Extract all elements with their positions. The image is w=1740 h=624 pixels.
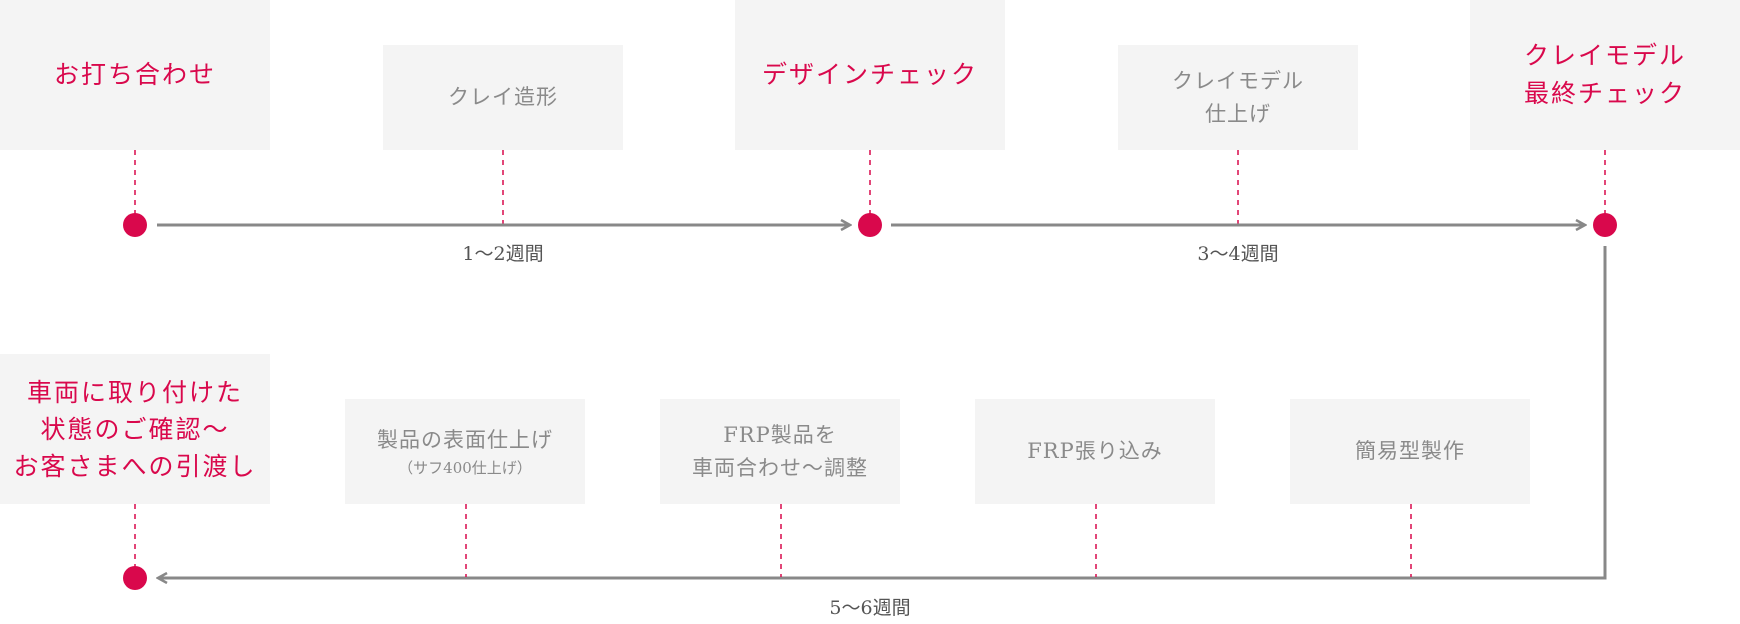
- step-surface-finish: 製品の表面仕上げ （サフ400仕上げ）: [345, 399, 585, 504]
- step-frp-layup: FRP張り込み: [975, 399, 1215, 504]
- step-label: 車両に取り付けた: [26, 377, 243, 407]
- step-label: 最終チェック: [1523, 79, 1686, 108]
- arrow-return-path: [158, 246, 1607, 578]
- step-mold-making: 簡易型製作: [1290, 399, 1530, 504]
- step-clay-final-check: クレイモデル 最終チェック: [1470, 0, 1740, 150]
- step-clay-modeling: クレイ造形: [383, 45, 623, 150]
- step-sublabel: （サフ400仕上げ）: [398, 459, 532, 477]
- step-design-check: デザインチェック: [735, 0, 1005, 150]
- step-label: 製品の表面仕上げ: [377, 428, 553, 452]
- milestone-dot-4: [123, 566, 147, 590]
- step-label: クレイモデル: [1172, 68, 1304, 93]
- duration-label-3: 5〜6週間: [829, 597, 911, 619]
- milestone-dot-3: [1593, 213, 1617, 237]
- step-label: 仕上げ: [1205, 101, 1271, 126]
- step-label: クレイモデル: [1523, 41, 1686, 70]
- step-label: FRP製品を: [723, 422, 837, 447]
- step-clay-finish: クレイモデル 仕上げ: [1118, 45, 1358, 150]
- milestone-dot-2: [858, 213, 882, 237]
- duration-label-2: 3〜4週間: [1197, 243, 1279, 265]
- step-delivery: 車両に取り付けた 状態のご確認〜 お客さまへの引渡し: [0, 354, 270, 504]
- step-label: FRP張り込み: [1027, 439, 1163, 463]
- step-label: 簡易型製作: [1355, 439, 1465, 463]
- step-meeting: お打ち合わせ: [0, 0, 270, 150]
- step-label: お打ち合わせ: [53, 60, 216, 89]
- step-label: お客さまへの引渡し: [13, 451, 257, 481]
- duration-label-1: 1〜2週間: [462, 243, 544, 265]
- step-frp-fitting: FRP製品を 車両合わせ〜調整: [660, 399, 900, 504]
- step-label: デザインチェック: [761, 60, 978, 89]
- milestone-dot-1: [123, 213, 147, 237]
- step-label: 状態のご確認〜: [40, 414, 230, 444]
- step-label: 車両合わせ〜調整: [692, 455, 868, 480]
- step-label: クレイ造形: [448, 85, 558, 109]
